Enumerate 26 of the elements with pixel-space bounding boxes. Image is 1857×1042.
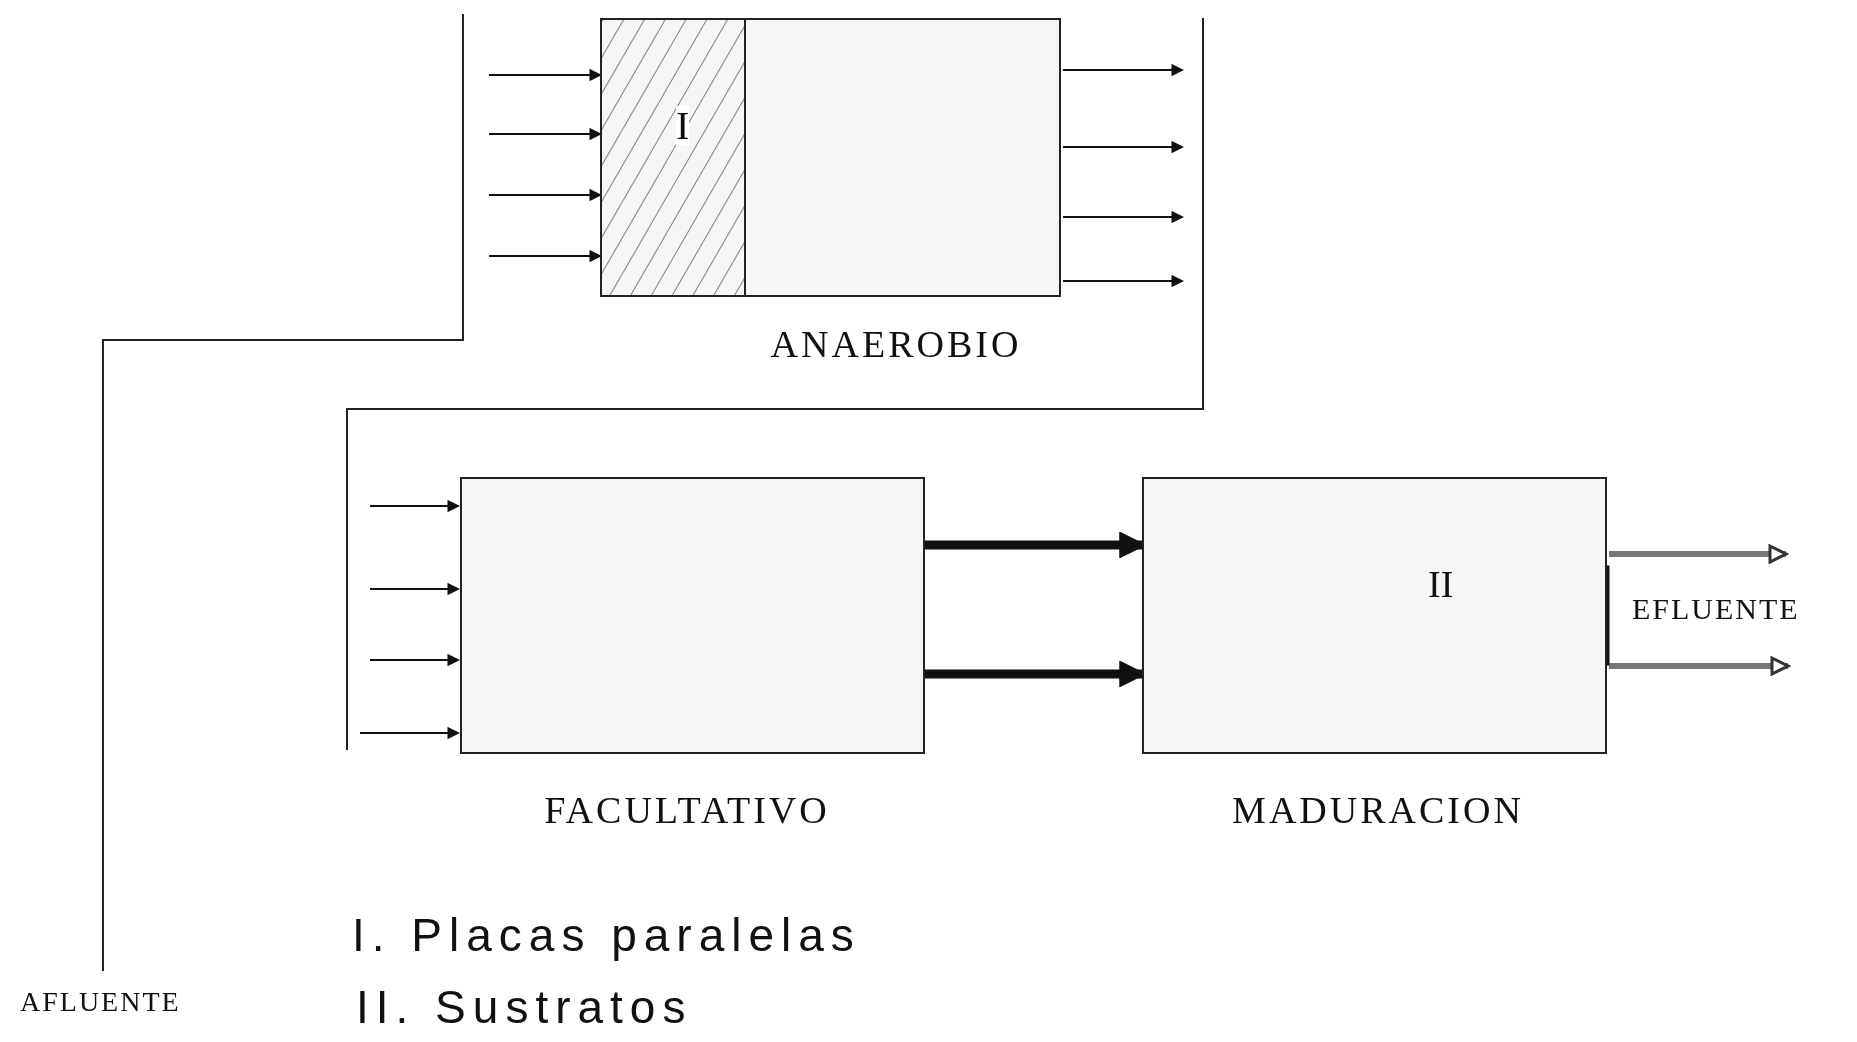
pond-label: MADURACION (1232, 788, 1524, 832)
flow-arrow (925, 661, 1144, 687)
flow-arrow (369, 583, 459, 595)
flow-arrow (1609, 544, 1788, 564)
flow-arrow (1609, 656, 1790, 676)
flow-arrow (359, 727, 459, 739)
flow-arrow (369, 654, 459, 666)
pond-label: FACULTATIVO (544, 788, 830, 832)
effluent-label: EFLUENTE (1632, 592, 1800, 626)
pond-label: ANAEROBIO (770, 322, 1022, 366)
flow-arrow (925, 532, 1144, 558)
flow-arrow (369, 500, 459, 512)
flow-arrow (488, 189, 601, 201)
key-text: I. Placas paralelas (352, 908, 861, 962)
flow-arrow (1062, 64, 1183, 76)
flow-arrow (1062, 141, 1183, 153)
flow-arrow (1062, 211, 1183, 223)
flow-arrow (488, 128, 601, 140)
substrate-label: II (1428, 562, 1454, 606)
flow-arrow (1062, 275, 1183, 287)
key-text: II. Sustratos (356, 980, 693, 1034)
influent-label: AFLUENTE (20, 986, 181, 1018)
hatched-plates-zone (602, 20, 746, 295)
flow-arrow (488, 69, 601, 81)
flow-arrow (488, 250, 601, 262)
zone-label: I (676, 106, 690, 146)
